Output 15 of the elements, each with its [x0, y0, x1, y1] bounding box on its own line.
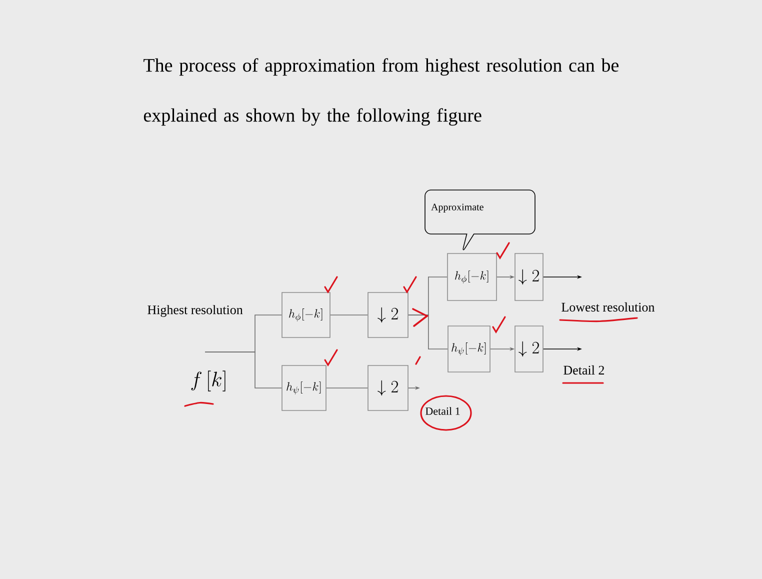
text-label: $f\left[k\right]$	[191, 370, 226, 392]
filter-box: $\downarrow 2$	[514, 326, 544, 372]
filter-box: $h_{\phi}[-k]$	[447, 253, 497, 301]
text-label: Highest resolution	[148, 305, 243, 317]
filter-box: $\downarrow 2$	[514, 253, 544, 301]
filter-box: $h_{\phi}[-k]$	[282, 292, 330, 338]
filter-box: $\downarrow 2$	[368, 292, 408, 338]
filter-box: $h_{\psi}[-k]$	[282, 365, 326, 411]
filter-box: $\downarrow 2$	[368, 365, 408, 411]
output-label: Lowest resolution	[562, 302, 655, 312]
callout-box: Approximate	[424, 190, 536, 250]
output-label: Detail 1	[426, 407, 460, 415]
output-label: Detail 2	[564, 365, 604, 375]
title: The process of approximation from highest resolution can be explained as shown by the following figure	[144, 58, 619, 126]
filter-box: $h_{\psi}[-k]$	[448, 326, 490, 372]
